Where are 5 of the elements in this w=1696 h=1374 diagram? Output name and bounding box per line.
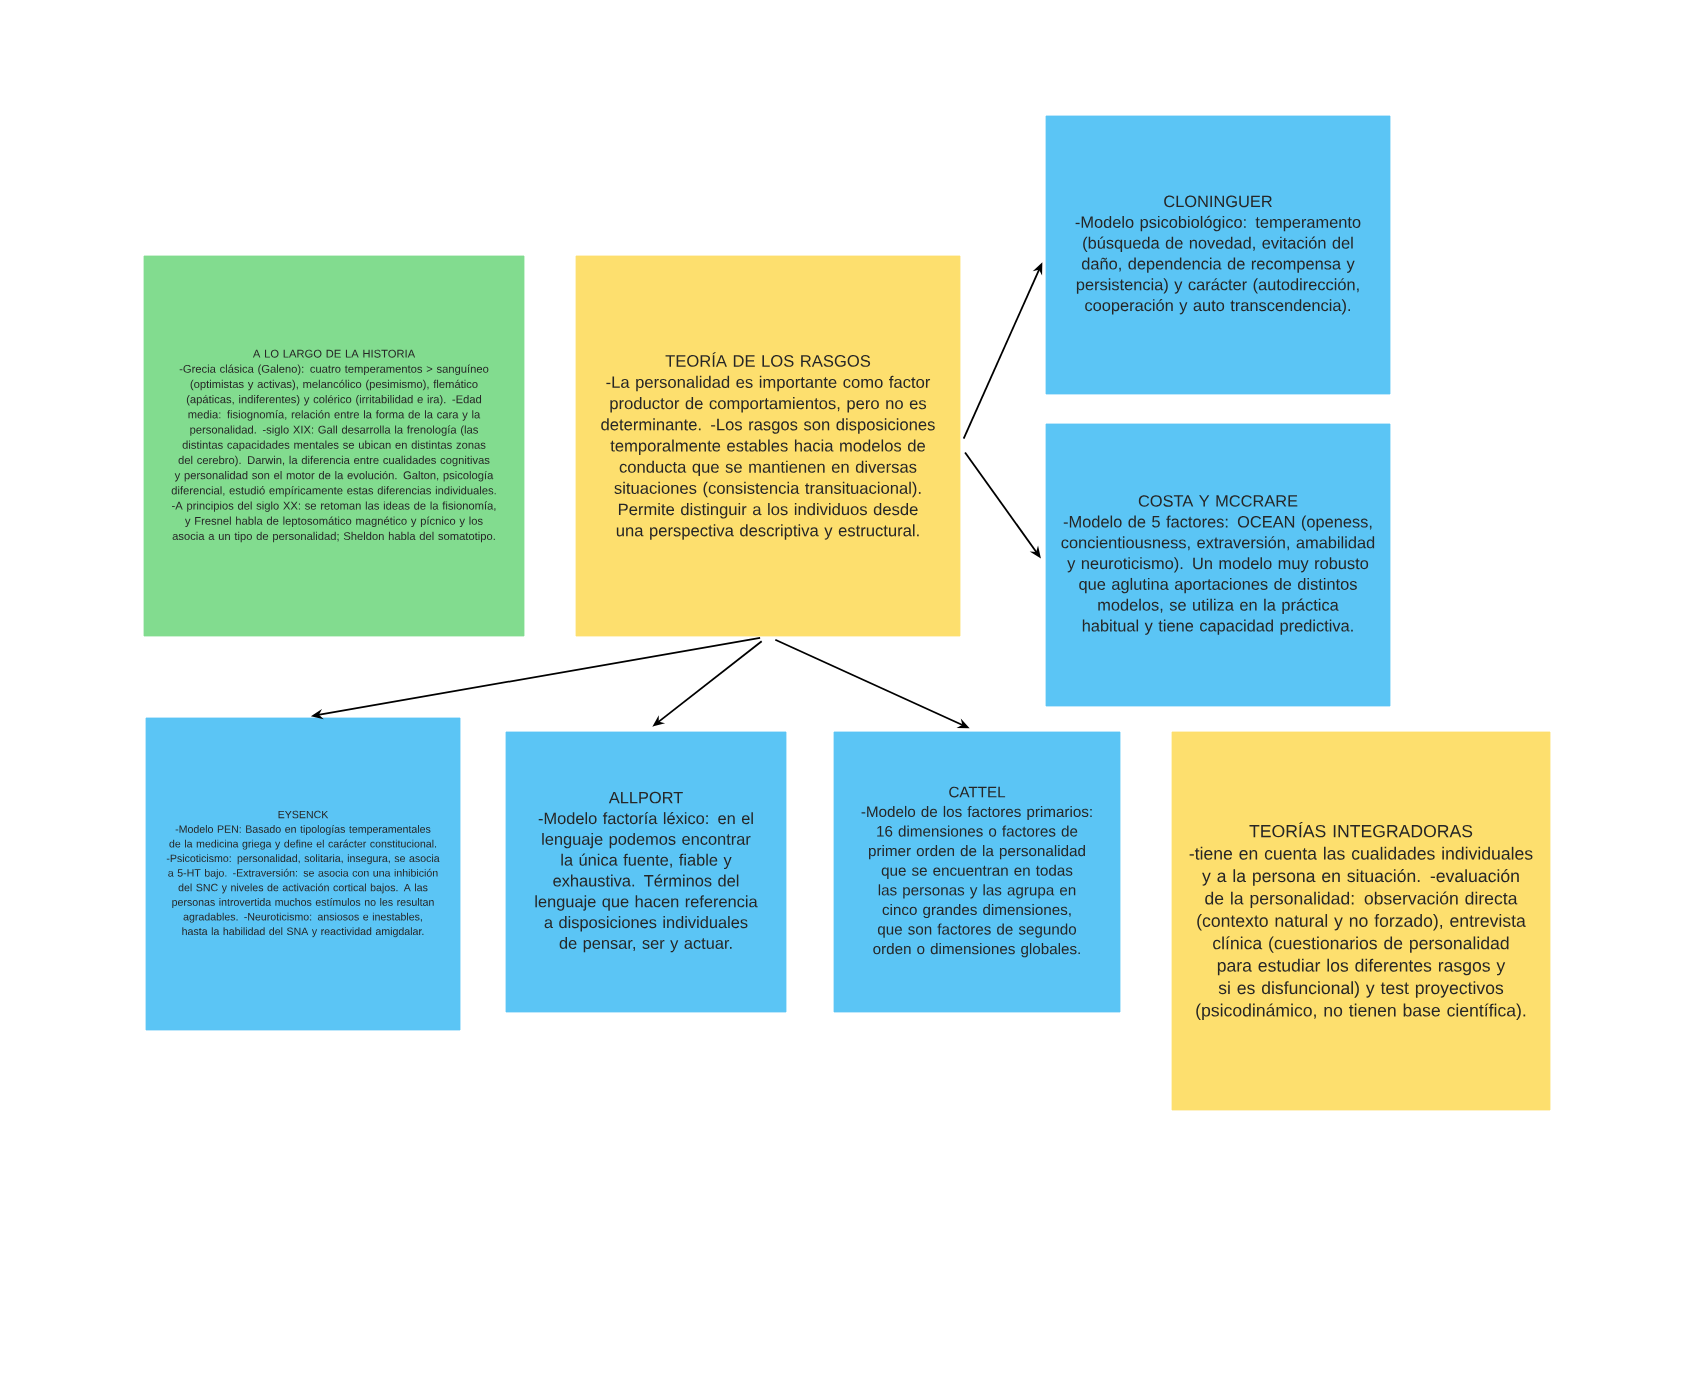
note-card: ALLPORT -Modelo factoría léxico: en el lenguaje podemos encontrar la única fuente, fiable y exhaustiva. Términos del lenguaje que hacen referencia a disposiciones individuales de pensar, ser y actuar. <box>505 731 787 1013</box>
note-card: COSTA Y MCCRARE -Modelo de 5 factores: OCEAN (openess, concientiousness, extraversión, amabilidad y neuroticismo). Un modelo muy robusto que aglutina aportaciones de distintos modelos, se utiliza en la práctica habitual y tiene capacidad predictiva. <box>1045 423 1391 707</box>
note-card: TEORÍA DE LOS RASGOS -La personalidad es importante como factor productor de comportamientos, pero no es determinante. -Los rasgos son disposiciones temporalmente estables hacia modelos de conducta que se mantienen en diversas situaciones (consistencia transituacional). Permite distinguir a los individuos desde una perspectiva descriptiva y estructural. <box>575 255 961 637</box>
note-card: CLONINGUER -Modelo psicobiológico: temperamento (búsqueda de novedad, evitación del daño, dependencia de recompensa y persistencia) y carácter (autodirección, cooperación y auto transcendencia). <box>1045 115 1391 395</box>
note-card: TEORÍAS INTEGRADORAS -tiene en cuenta las cualidades individuales y a la persona en situación. -evaluación de la personalidad: observación directa (contexto natural y no forzado), entrevista clínica (cuestionarios de personalidad para estudiar los diferentes rasgos y si es disfuncional) y test proyectivos (psicodinámico, no tienen base científica). <box>1171 731 1551 1111</box>
